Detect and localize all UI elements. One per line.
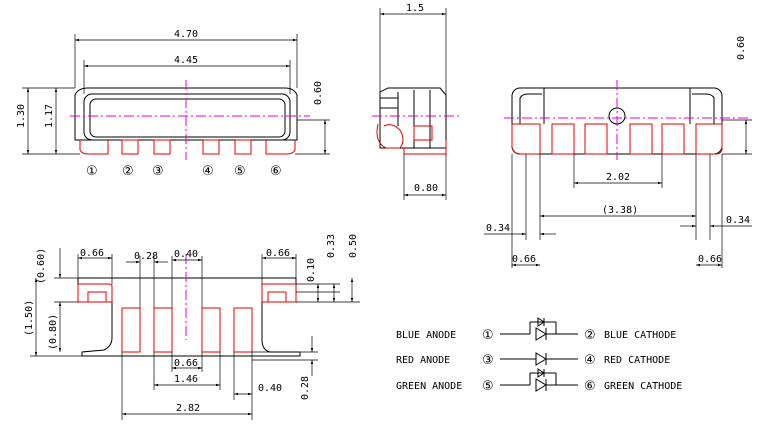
footprint-pad-2	[121, 307, 141, 353]
dim-top-offset: 0.60	[313, 81, 324, 105]
back-pad-5	[661, 123, 685, 155]
pin-label-2: ②	[122, 164, 134, 179]
dim-fp-040-bottom: 0.40	[258, 383, 282, 394]
legend-cathode-red: RED CATHODE	[604, 355, 670, 366]
back-pad-4	[629, 123, 653, 155]
footprint-pad-3	[153, 307, 173, 353]
dim-fp-040-top: 0.40	[174, 249, 198, 260]
legend-cathode-blue: BLUE CATHODE	[604, 330, 676, 341]
dim-back-right-pad: 0.34	[726, 215, 750, 226]
legend-anode-green: GREEN ANODE	[396, 381, 462, 392]
legend-row-blue: BLUE ANODE ① ② BLUE CATHODE	[396, 317, 676, 343]
dim-back-span: (3.38)	[602, 205, 638, 216]
pin-label-5: ⑤	[234, 164, 246, 179]
front-pad-4	[202, 139, 220, 155]
dim-back-right-foot: 0.66	[698, 254, 722, 265]
footprint-pad-left-inner	[87, 291, 107, 303]
dim-fp-028: 0.28	[134, 251, 158, 262]
dim-fp-033: 0.33	[326, 234, 337, 258]
front-pad-6	[265, 140, 296, 155]
legend-pin-a-green: ⑤	[482, 379, 494, 394]
front-pad-5	[234, 139, 252, 155]
back-view: 0.60 2.02 (3.38) 0.34 0.34 0.66 0.66	[484, 36, 752, 268]
legend-pin-a-blue: ①	[482, 328, 494, 343]
legend-row-green: GREEN ANODE ⑤ ⑥ GREEN CATHODE	[396, 368, 682, 394]
front-lens-outer	[83, 93, 291, 141]
side-pad-left	[376, 123, 404, 149]
dim-back-height: 0.60	[736, 36, 747, 60]
pin-label-6: ⑥	[270, 164, 282, 179]
side-view: 1.5 0.80	[372, 3, 460, 200]
dim-fp-060: (0.60)	[36, 248, 47, 284]
dim-fp-028-v: 0.28	[300, 376, 311, 400]
legend-pin-c-green: ⑥	[584, 379, 596, 394]
dim-fp-080: (0.80)	[48, 314, 59, 350]
back-pad-3	[584, 123, 608, 155]
front-body-outline	[74, 87, 298, 141]
dim-back-left-foot: 0.66	[512, 254, 536, 265]
dim-fp-066-left: 0.66	[80, 248, 104, 259]
dim-fp-146: 1.46	[174, 374, 198, 385]
pin-label-1: ①	[86, 164, 98, 179]
dim-side-pad: 0.80	[414, 183, 438, 194]
dim-back-left-pad: 0.34	[486, 223, 510, 234]
legend-pin-a-red: ③	[482, 353, 494, 368]
footprint-pad-right	[261, 283, 297, 303]
dim-fp-010: 0.10	[306, 258, 317, 282]
footprint-pad-left	[77, 283, 113, 303]
dim-inner-height: 1.17	[44, 104, 55, 128]
legend-anode-blue: BLUE ANODE	[396, 330, 456, 341]
legend-row-red: RED ANODE ③ ④ RED CATHODE	[396, 352, 670, 368]
dim-overall-length: 4.70	[174, 29, 198, 40]
side-pad-bottom	[403, 140, 447, 155]
dim-inner-length: 4.45	[174, 55, 198, 66]
pin-label-4: ④	[202, 164, 214, 179]
footprint-pad-5	[233, 307, 253, 353]
back-pad-left	[511, 123, 541, 155]
footprint-body-outline	[77, 277, 301, 357]
side-body-outline	[379, 87, 447, 149]
front-pad-3	[153, 139, 171, 155]
pin-legend: BLUE ANODE ① ② BLUE CATHODE RED ANODE ③ …	[396, 317, 682, 394]
footprint-view: (0.60) (1.50) (0.80) 0.66 0.28 0.40 0.66…	[24, 234, 360, 420]
legend-pin-c-red: ④	[584, 353, 596, 368]
dim-fp-150: (1.50)	[24, 300, 35, 336]
front-lens-inner	[89, 98, 286, 138]
footprint-pad-right-inner	[267, 291, 287, 303]
front-pad-2	[121, 139, 139, 155]
dim-overall-height: 1.30	[16, 104, 27, 128]
back-pad-2	[551, 123, 575, 155]
dim-side-width: 1.5	[406, 3, 424, 14]
legend-cathode-green: GREEN CATHODE	[604, 381, 682, 392]
dim-fp-066-right: 0.66	[266, 248, 290, 259]
back-pad-right	[695, 123, 723, 155]
side-slot	[413, 125, 433, 141]
front-pad-1	[79, 140, 109, 155]
dim-back-pitch: 2.02	[606, 172, 630, 183]
dim-fp-050: 0.50	[348, 234, 359, 258]
legend-pin-c-blue: ②	[584, 328, 596, 343]
pin-label-3: ③	[152, 164, 164, 179]
footprint-pad-4	[201, 307, 221, 353]
dim-fp-282: 2.82	[176, 403, 200, 414]
legend-anode-red: RED ANODE	[396, 355, 450, 366]
front-view: 4.70 4.45 1.30 1.17 0.60 ① ② ③ ④ ⑤ ⑥	[16, 29, 330, 179]
dim-fp-066-bottom: 0.66	[174, 358, 198, 369]
